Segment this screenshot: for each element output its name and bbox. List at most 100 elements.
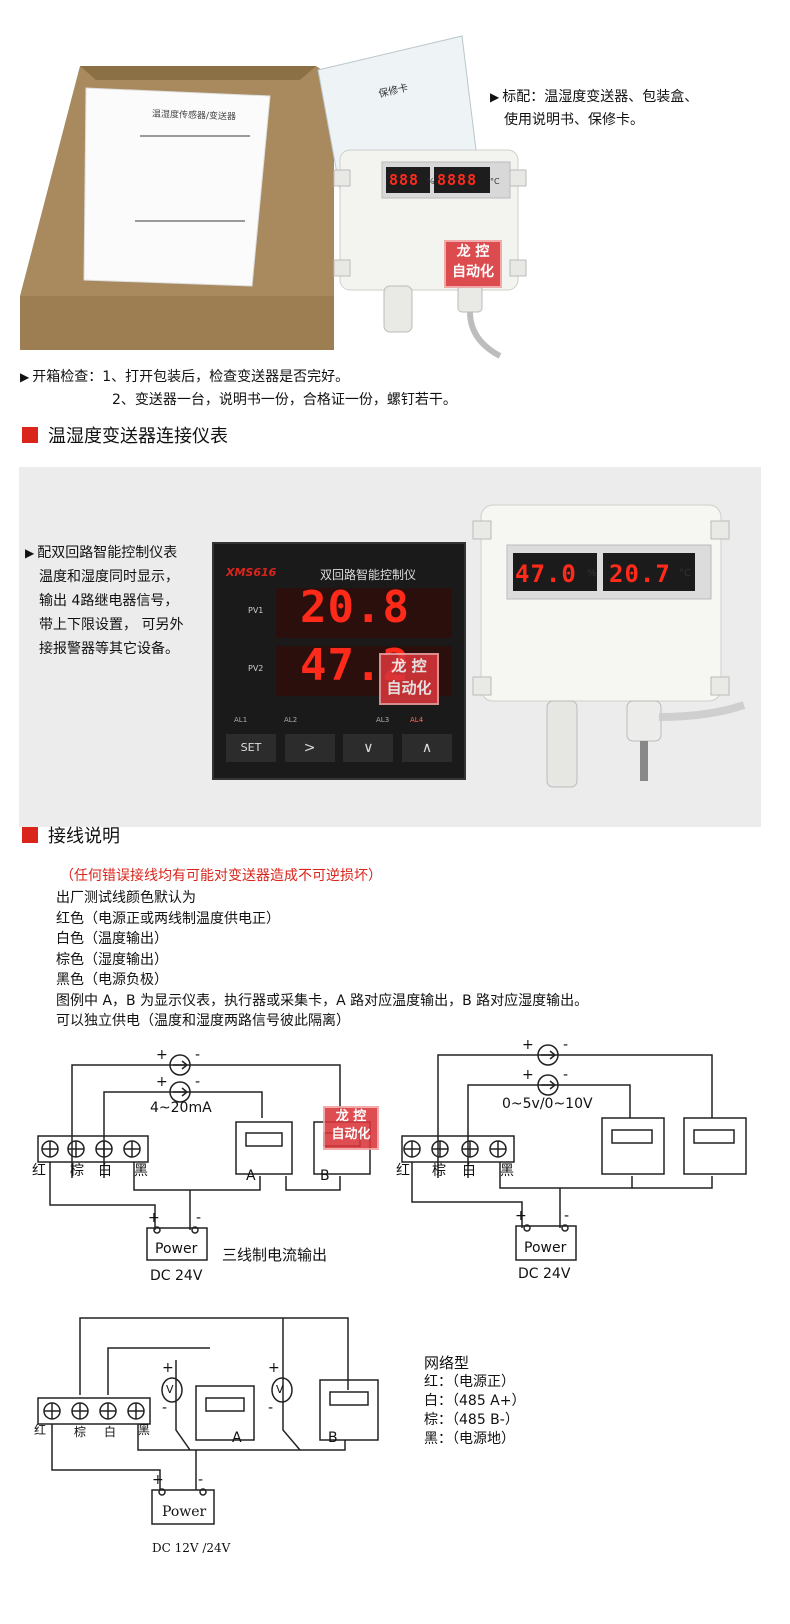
red-square-icon xyxy=(22,827,38,843)
d3-device-a: A xyxy=(232,1430,242,1446)
watermark-stamp: 龙 控 自动化 xyxy=(444,240,502,288)
desc-line: 配双回路智能控制仪表 xyxy=(37,545,178,561)
pv2-label: PV2 xyxy=(248,664,264,673)
d1-plus-mid: + xyxy=(156,1074,168,1090)
d3-v2-plus: + xyxy=(268,1360,280,1376)
triangle-bullet-icon: ▶ xyxy=(20,370,30,384)
desc-line: 输出 4路继电器信号， xyxy=(39,593,179,609)
wiring-note-line: 可以独立供电（温度和湿度两路信号彼此隔离） xyxy=(56,1013,350,1029)
d2-terminal-black: 黑 xyxy=(500,1163,514,1179)
d2-power-minus: - xyxy=(564,1208,570,1224)
network-line: 黑：（电源地） xyxy=(424,1431,515,1447)
controller-buttons: SET > ∨ ∧ xyxy=(226,734,452,764)
section-title-text: 温湿度变送器连接仪表 xyxy=(48,426,228,447)
alarm-al2: AL2 xyxy=(284,716,298,724)
wiring-note-line: 黑色（电源负极） xyxy=(56,972,168,988)
pv1-value: 20.8 xyxy=(300,582,410,633)
unbox-check-line-1: ▶开箱检查：1、打开包装后，检查变送器是否完好。 xyxy=(20,366,349,388)
d3-terminal-red: 红 xyxy=(34,1423,47,1437)
manual-text-line xyxy=(140,135,250,137)
device-temp-unit: °C xyxy=(490,177,500,186)
device-hum-unit: % xyxy=(427,177,435,186)
d1-caption: 三线制电流输出 xyxy=(222,1246,328,1264)
transmitter-temp-unit: °C xyxy=(679,568,691,579)
meter-description: ▶配双回路智能控制仪表 温度和湿度同时显示， 输出 4路继电器信号， 带上下限设… xyxy=(25,541,183,661)
d3-device-b: B xyxy=(328,1430,338,1446)
d2-minus-top: - xyxy=(563,1037,569,1053)
standard-note-line-1: 标配：温湿度变送器、包装盒、 xyxy=(502,89,699,105)
d3-terminal-black: 黑 xyxy=(138,1423,151,1437)
network-type-legend: 网络型 红：（电源正） 白：（485 A+） 棕：（485 B-） 黑：（电源地… xyxy=(424,1354,525,1449)
wiring-note-line: 图例中 A，B 为显示仪表，执行器或采集卡，A 路对应温度输出，B 路对应湿度输… xyxy=(56,992,589,1009)
d1-terminal-red: 红 xyxy=(32,1163,46,1179)
transmitter-hum-value: 47.0 xyxy=(515,560,577,588)
wiring-note-line: 白色（温度输出） xyxy=(56,931,168,947)
network-line: 棕：（485 B-） xyxy=(424,1412,519,1428)
d1-terminal-white: 白 xyxy=(98,1163,112,1179)
alarm-al1: AL1 xyxy=(234,716,248,724)
standard-note-line-2: 使用说明书、保修卡。 xyxy=(504,112,644,128)
device-hum-display: 888 xyxy=(389,171,420,189)
d2-supply-label: DC 24V xyxy=(518,1266,571,1282)
d1-terminal-brown: 棕 xyxy=(70,1163,84,1179)
manual-text-line xyxy=(135,220,245,222)
set-button[interactable]: SET xyxy=(226,734,276,762)
d1-power-plus: + xyxy=(148,1210,160,1226)
pv1-label: PV1 xyxy=(248,606,264,615)
desc-line: 带上下限设置， 可另外 xyxy=(39,617,184,633)
d3-v2-symbol: V xyxy=(276,1383,284,1396)
d2-power-plus: + xyxy=(515,1208,527,1224)
d3-v2-minus: - xyxy=(268,1400,274,1416)
d1-device-a: A xyxy=(246,1168,256,1184)
wiring-notes: 出厂测试线颜色默认为 红色（电源正或两线制温度供电正） 白色（温度输出） 棕色（… xyxy=(56,888,588,1032)
d3-power-minus: - xyxy=(198,1472,204,1488)
wiring-diagrams xyxy=(37,1044,747,1525)
wiring-note-line: 出厂测试线颜色默认为 xyxy=(56,890,196,906)
d3-power-plus: + xyxy=(152,1472,164,1488)
shift-button[interactable]: > xyxy=(284,734,335,762)
transmitter-illustration xyxy=(472,504,746,788)
pv1-window xyxy=(276,588,452,638)
up-button[interactable]: ∧ xyxy=(401,734,452,762)
desc-line: 接报警器等其它设备。 xyxy=(39,641,179,657)
stamp-line-2: 自动化 xyxy=(386,679,432,697)
standard-contents-note: ▶标配：温湿度变送器、包装盒、 xyxy=(490,86,698,108)
down-button[interactable]: ∨ xyxy=(343,734,394,762)
wiring-note-line: 棕色（湿度输出） xyxy=(56,951,168,968)
controller-name: 双回路智能控制仪 xyxy=(320,568,417,582)
product-package-photo: 温湿度传感器/变送器 保修卡 888 % 8888 °C 龙 控 自动化 ▶标配… xyxy=(0,0,790,360)
unbox-check-line-2: 2、变送器一台，说明书一份，合格证一份，螺钉若干。 xyxy=(112,392,457,408)
d3-power-label: Power xyxy=(162,1504,207,1520)
d1-current-label: 4~20mA xyxy=(150,1100,212,1116)
d3-terminal-brown: 棕 xyxy=(74,1425,87,1439)
d2-terminal-red: 红 xyxy=(396,1163,410,1179)
d1-minus-mid: - xyxy=(195,1074,201,1090)
wiring-warning: （任何错误接线均有可能对变送器造成不可逆损坏） xyxy=(60,868,382,884)
network-title: 网络型 xyxy=(424,1354,470,1372)
d1-power-minus: - xyxy=(196,1210,202,1226)
d3-v1-plus: + xyxy=(162,1360,174,1376)
diagram-network-type xyxy=(37,1317,379,1525)
triangle-bullet-icon: ▶ xyxy=(490,90,500,104)
d1-plus-top: + xyxy=(156,1047,168,1063)
d2-terminal-white: 白 xyxy=(462,1163,476,1179)
watermark-stamp: 龙 控 自动化 xyxy=(323,1106,379,1150)
section-title-connect-meter: 温湿度变送器连接仪表 xyxy=(22,422,228,448)
diagram-voltage-output xyxy=(401,1044,747,1261)
meter-connection-photo: ▶配双回路智能控制仪表 温度和湿度同时显示， 输出 4路继电器信号， 带上下限设… xyxy=(19,467,761,827)
d3-v1-minus: - xyxy=(162,1400,168,1416)
network-line: 红：（电源正） xyxy=(424,1374,515,1390)
device-temp-display: 8888 xyxy=(437,171,478,189)
controller-model: XMS616 xyxy=(226,566,277,579)
d2-plus-top: + xyxy=(522,1037,534,1053)
diagram-current-output xyxy=(37,1054,371,1261)
section-title-wiring: 接线说明 xyxy=(22,822,120,848)
d1-supply-label: DC 24V xyxy=(150,1268,203,1284)
d1-power-label: Power xyxy=(155,1241,198,1257)
transmitter-temp-value: 20.7 xyxy=(609,560,671,588)
triangle-bullet-icon: ▶ xyxy=(25,546,35,560)
unbox-text-1: 开箱检查：1、打开包装后，检查变送器是否完好。 xyxy=(32,369,350,385)
watermark-stamp: 龙 控 自动化 xyxy=(379,653,439,705)
stamp-line-1: 龙 控 xyxy=(456,244,490,260)
terminal-block xyxy=(41,1140,141,1158)
